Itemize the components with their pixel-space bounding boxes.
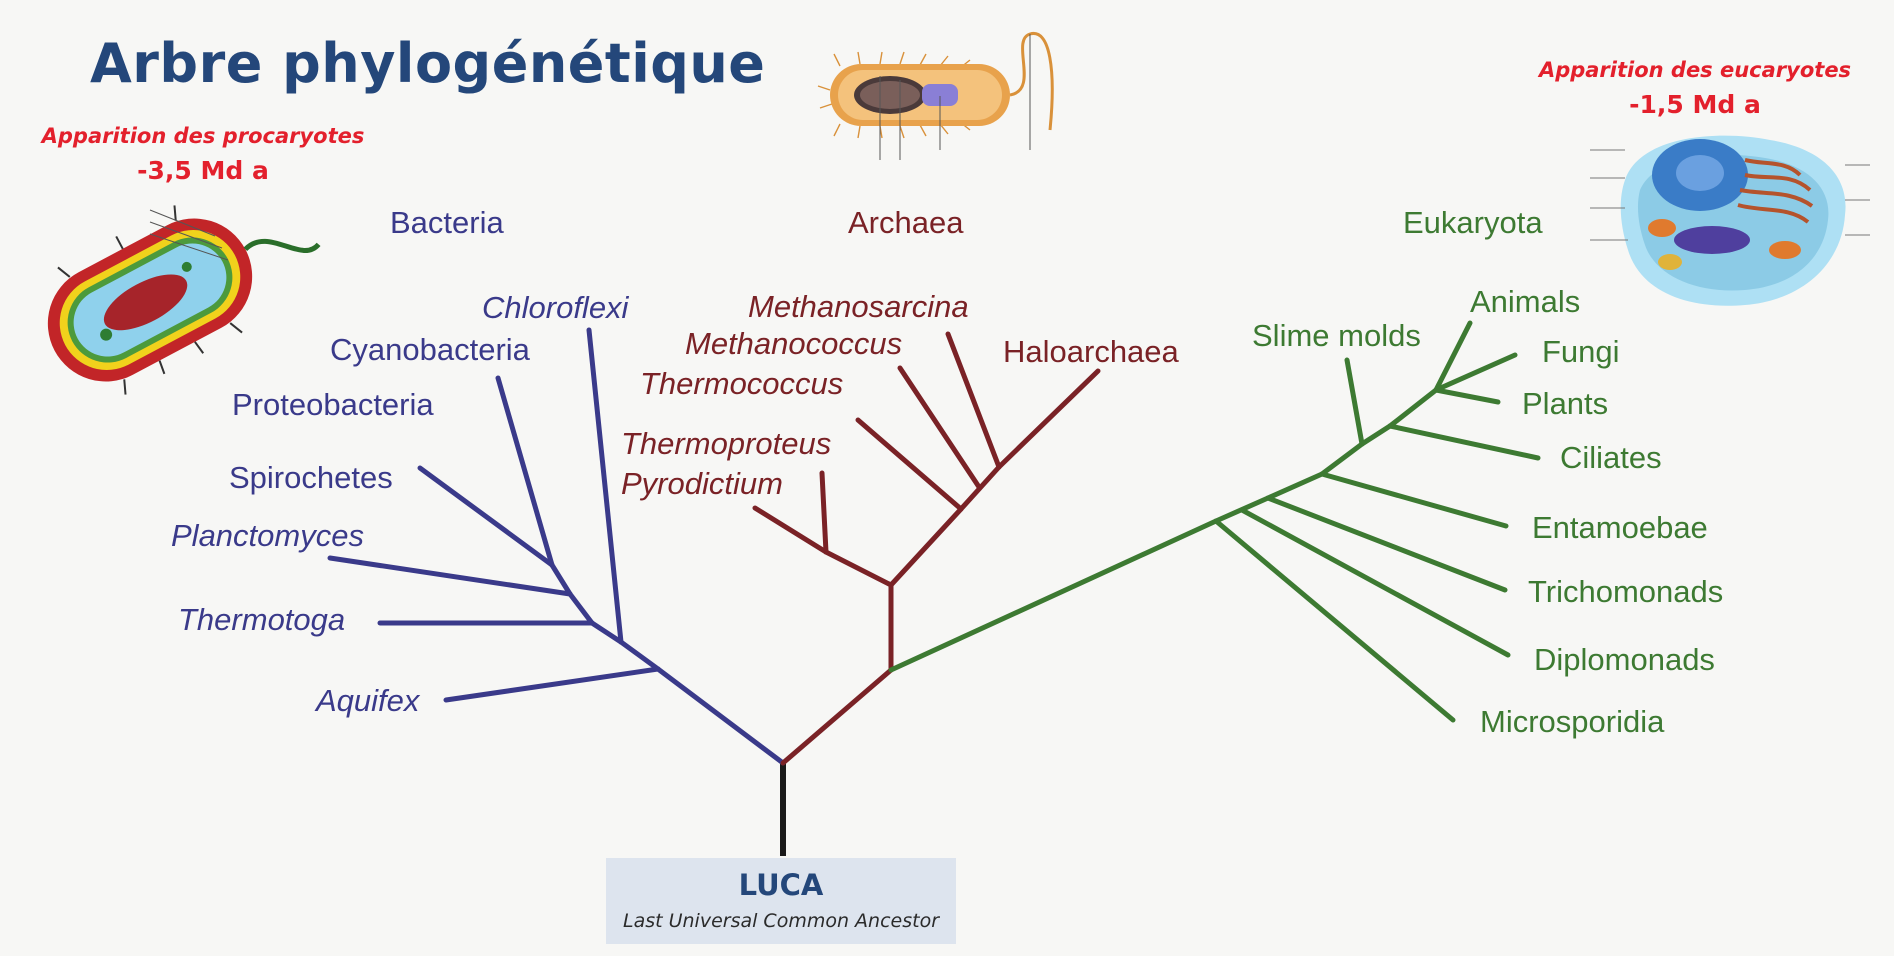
branch-thermoproteus xyxy=(819,470,829,555)
branch-plants xyxy=(1433,387,1501,405)
branch-trichomonads xyxy=(1265,495,1508,593)
branch-methanococcus xyxy=(897,365,982,490)
taxon-pyrodictium: Pyrodictium xyxy=(621,466,783,501)
bacteria-trunk xyxy=(655,666,786,766)
branch-haloarchaea xyxy=(996,368,1101,470)
branch-thermococcus xyxy=(855,417,964,512)
taxon-cyanobacteria: Cyanobacteria xyxy=(330,332,531,367)
eukaryota-internal-2 xyxy=(1265,471,1325,501)
procaryotes-note: Apparition des procaryotes -3,5 Md a xyxy=(38,124,368,185)
procaryotes-note-text: Apparition des procaryotes xyxy=(41,124,365,148)
branch-microsporidia xyxy=(1213,518,1456,723)
domain-label-archaea: Archaea xyxy=(848,205,964,240)
archaea-internal-4 xyxy=(823,549,894,588)
branch-animals xyxy=(1433,320,1473,393)
eukaryota-trunk xyxy=(888,518,1219,673)
taxon-ciliates: Ciliates xyxy=(1560,440,1662,475)
taxon-spirochetes: Spirochetes xyxy=(229,460,393,495)
branch-proteobacteria xyxy=(495,375,555,568)
branch-spirochetes xyxy=(417,465,555,568)
bacteria-internal-2 xyxy=(589,620,624,645)
archaea-trunk xyxy=(780,667,894,766)
taxon-methanosarcina: Methanosarcina xyxy=(748,289,969,324)
domain-label-eukaryota: Eukaryota xyxy=(1403,205,1543,240)
eukaryota-internal-4 xyxy=(1359,423,1393,447)
branch-slime-molds xyxy=(1344,357,1365,447)
taxon-thermoproteus: Thermoproteus xyxy=(621,426,831,461)
branch-methanosarcina xyxy=(945,331,1002,470)
eucaryotes-note-age: -1,5 Md a xyxy=(1629,90,1761,119)
branch-planctomyces xyxy=(327,555,573,597)
taxon-plants: Plants xyxy=(1522,386,1608,421)
taxon-trichomonads: Trichomonads xyxy=(1528,574,1723,609)
luca-name: LUCA xyxy=(738,868,824,902)
branch-pyrodictium xyxy=(752,505,829,555)
taxon-haloarchaea: Haloarchaea xyxy=(1003,334,1180,369)
archaea-branches xyxy=(752,331,1101,766)
eucaryotes-note: Apparition des eucaryotes -1,5 Md a xyxy=(1530,58,1860,119)
taxon-proteobacteria: Proteobacteria xyxy=(232,387,434,422)
bacteria-branches xyxy=(327,327,786,766)
branch-diplomonads xyxy=(1239,507,1511,658)
luca-subtitle: Last Universal Common Ancestor xyxy=(622,910,940,932)
taxon-fungi: Fungi xyxy=(1542,334,1620,369)
branch-entamoebae xyxy=(1319,471,1509,529)
branch-aquifex xyxy=(443,666,661,703)
taxon-thermococcus: Thermococcus xyxy=(640,366,843,401)
taxon-planctomyces: Planctomyces xyxy=(171,518,364,553)
page-title: Arbre phylogénétique xyxy=(90,32,766,95)
branch-chloroflexi xyxy=(586,327,624,645)
branch-ciliates xyxy=(1387,423,1541,461)
taxon-microsporidia: Microsporidia xyxy=(1480,704,1665,739)
archaea-internal-2 xyxy=(888,506,964,588)
taxon-animals: Animals xyxy=(1470,284,1580,319)
domain-label-bacteria: Bacteria xyxy=(390,205,504,240)
procaryotes-note-age: -3,5 Md a xyxy=(137,156,269,185)
luca-box: LUCA Last Universal Common Ancestor xyxy=(606,858,956,944)
prokaryote-cell-illustration xyxy=(47,205,321,395)
bacteria-internal-1 xyxy=(618,639,661,672)
taxon-diplomonads: Diplomonads xyxy=(1534,642,1715,677)
eukaryota-branches xyxy=(888,320,1541,723)
taxon-entamoebae: Entamoebae xyxy=(1532,510,1708,545)
taxon-aquifex: Aquifex xyxy=(314,683,421,718)
eucaryotes-note-text: Apparition des eucaryotes xyxy=(1538,58,1852,82)
eukaryota-internal-3 xyxy=(1319,441,1365,477)
branch-fungi xyxy=(1433,352,1518,393)
taxon-chloroflexi: Chloroflexi xyxy=(482,290,630,325)
bacteria-internal-4 xyxy=(549,562,573,597)
taxon-slime-molds: Slime molds xyxy=(1252,318,1421,353)
eukaryota-internal-5 xyxy=(1387,387,1439,429)
eukaryote-cell-illustration xyxy=(1590,135,1870,306)
rod-cell-illustration xyxy=(817,31,1054,160)
taxon-thermotoga: Thermotoga xyxy=(178,602,345,637)
bacteria-internal-3 xyxy=(567,591,595,626)
taxon-methanococcus: Methanococcus xyxy=(685,326,902,361)
